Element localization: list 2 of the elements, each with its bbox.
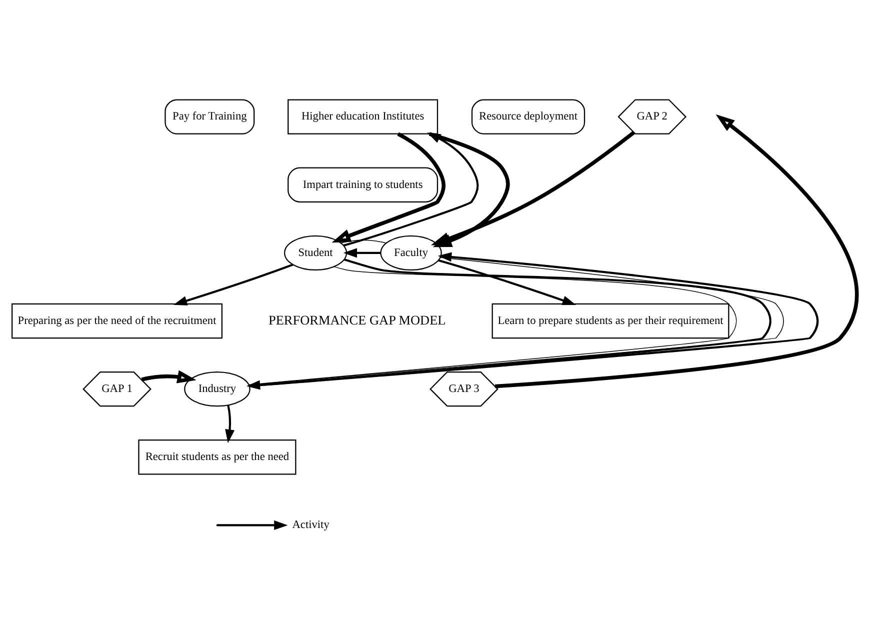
legend-label: Activity — [292, 519, 330, 532]
label: PERFORMANCE GAP MODEL — [268, 312, 446, 328]
